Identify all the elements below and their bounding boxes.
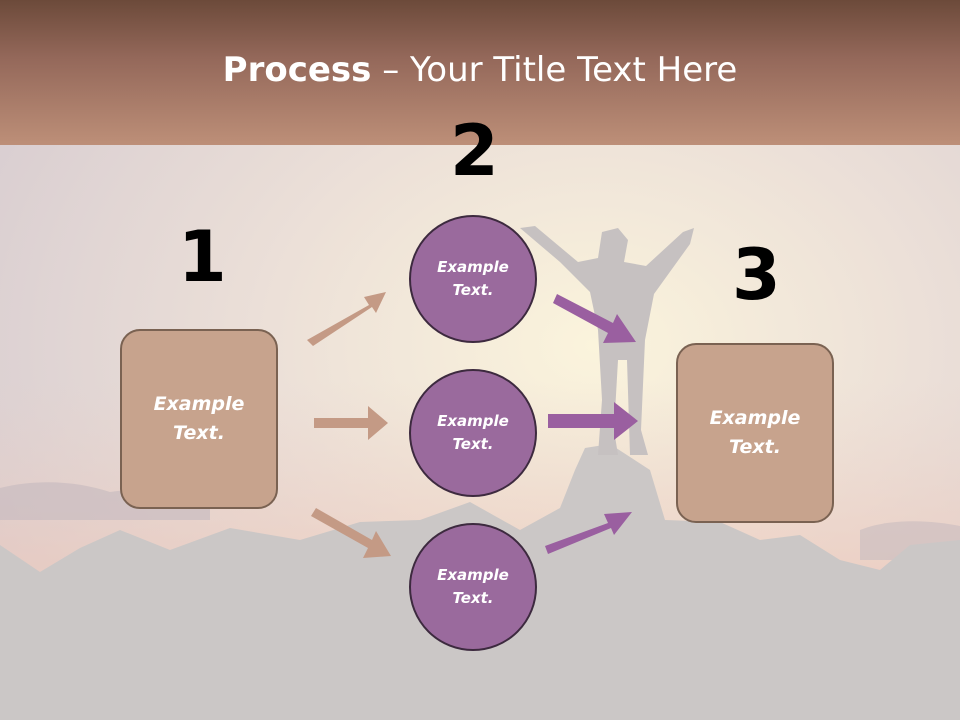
header-bar [0, 0, 960, 145]
step-number-2: 2 [450, 110, 499, 192]
circle-top-text: Example Text. [437, 258, 509, 299]
right-box-text: Example Text. [709, 407, 801, 458]
right-box[interactable]: Example Text. [676, 343, 834, 523]
arrow-to-top [307, 292, 386, 346]
circle-top[interactable]: Example Text. [409, 215, 537, 343]
arrow-from-bottom [545, 512, 632, 554]
arrow-to-middle [314, 406, 388, 440]
title-bold: Process [222, 50, 372, 90]
step-number-3: 3 [732, 234, 781, 316]
left-box[interactable]: Example Text. [120, 329, 278, 509]
title-dash: – [371, 50, 411, 90]
circle-middle[interactable]: Example Text. [409, 369, 537, 497]
arrow-from-middle [548, 402, 638, 440]
circle-bottom-text: Example Text. [437, 566, 509, 607]
slide-title: Process – Your Title Text Here [0, 50, 960, 90]
arrow-to-bottom [311, 508, 391, 558]
step-number-1: 1 [178, 216, 227, 298]
title-rest: Your Title Text Here [410, 50, 738, 90]
arrow-from-top [553, 294, 636, 343]
circle-bottom[interactable]: Example Text. [409, 523, 537, 651]
left-box-text: Example Text. [153, 393, 245, 444]
circle-middle-text: Example Text. [437, 412, 509, 453]
